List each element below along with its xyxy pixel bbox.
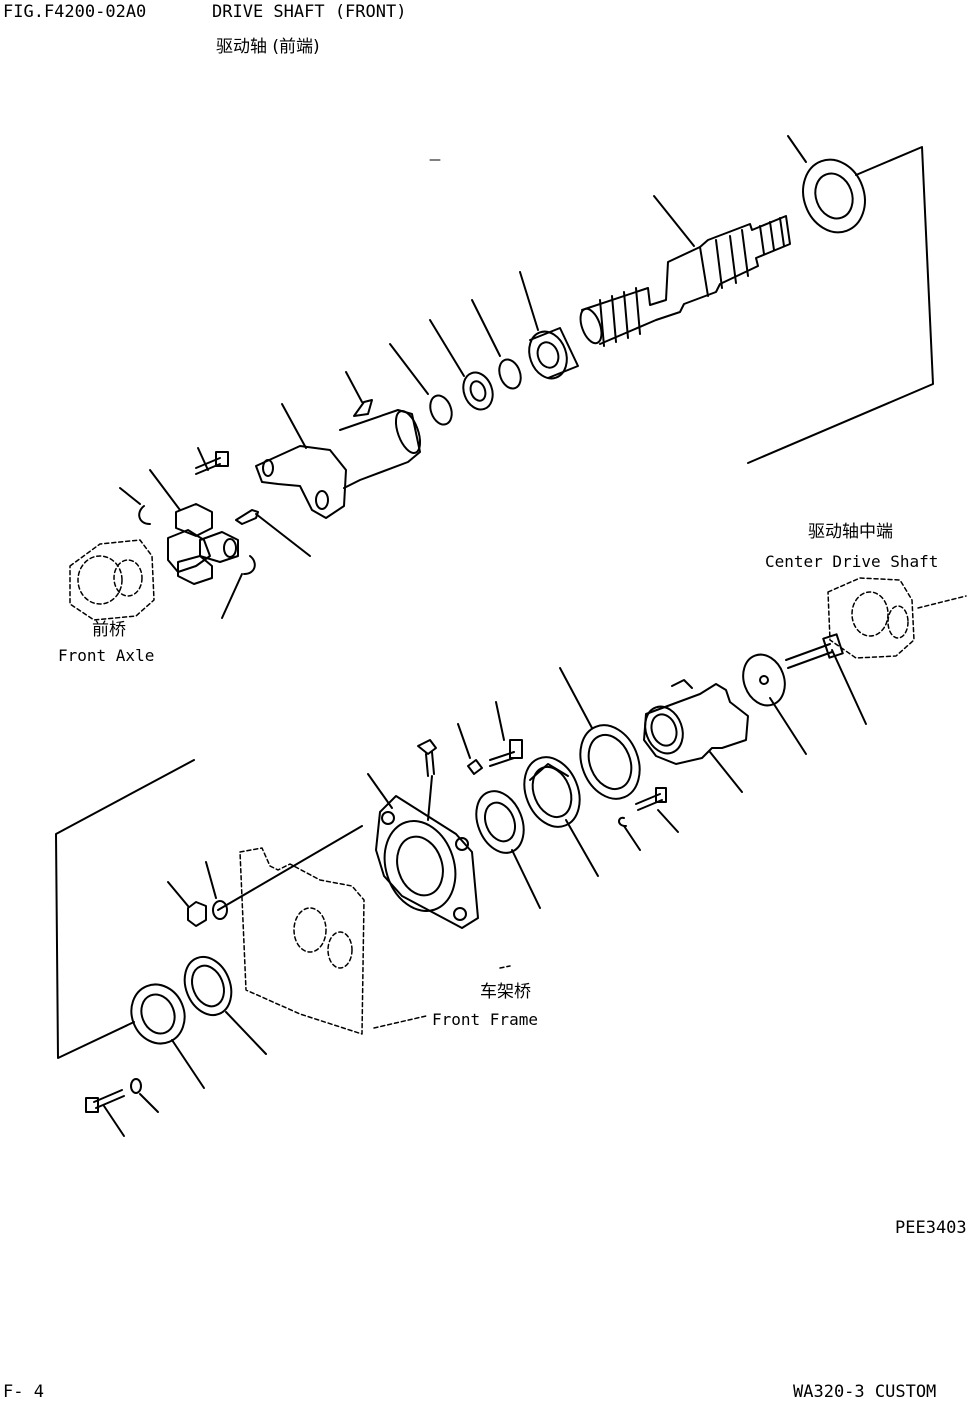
end-cover-bolt	[85, 1089, 125, 1137]
lower-assembly-frame	[55, 759, 363, 1059]
grease-nipple	[417, 739, 437, 821]
figure-number: FIG.F4200-02A0	[3, 2, 147, 22]
front-frame	[239, 847, 511, 1035]
page-number: F- 4	[3, 1382, 44, 1401]
end-cover	[130, 983, 205, 1089]
center-drive-shaft-label-en: Center Drive Shaft	[765, 552, 939, 571]
splined-shaft	[579, 195, 791, 347]
grease-fitting	[235, 509, 311, 557]
image-code: PEE3403	[895, 1218, 967, 1238]
model-label: WA320-3 CUSTOM	[793, 1382, 937, 1401]
bearing-housing	[367, 773, 479, 929]
figure-title-chinese: 驱动轴 (前端)	[216, 37, 320, 57]
lower-oil-seal	[183, 955, 267, 1055]
flange-yoke	[643, 679, 749, 793]
center-bolt	[785, 633, 867, 725]
slip-yoke	[255, 159, 441, 519]
oil-seal-ring	[787, 135, 866, 234]
roller-bearing	[475, 790, 541, 909]
shaft-sleeve-nut	[519, 271, 579, 380]
front-axle-label-cn: 前桥	[92, 620, 126, 640]
hex-nut	[167, 881, 207, 927]
front-frame-label-cn: 车架桥	[480, 982, 531, 1002]
figure-title-english: DRIVE SHAFT (FRONT)	[212, 2, 407, 22]
front-axle-housing	[69, 539, 155, 621]
flat-washer	[742, 653, 807, 755]
center-drive-shaft-housing	[827, 577, 967, 659]
cover-bolt	[618, 787, 679, 851]
front-frame-label-en: Front Frame	[432, 1010, 538, 1029]
universal-joint	[119, 469, 256, 619]
retainer-bolt	[489, 701, 523, 767]
snap-ring-1	[471, 299, 522, 390]
end-cover-washer	[130, 1078, 159, 1113]
bearing-cage	[523, 756, 599, 877]
upper-assembly-frame	[747, 146, 934, 464]
front-axle-label-en: Front Axle	[58, 646, 155, 665]
dust-seal	[559, 667, 641, 800]
center-drive-shaft-label-cn: 驱动轴中端	[808, 522, 893, 542]
bearing-1	[429, 319, 494, 411]
yoke-bolt	[195, 447, 229, 475]
snap-ring-2	[389, 343, 453, 426]
spring-washer	[205, 861, 228, 920]
lock-washer	[457, 723, 483, 775]
